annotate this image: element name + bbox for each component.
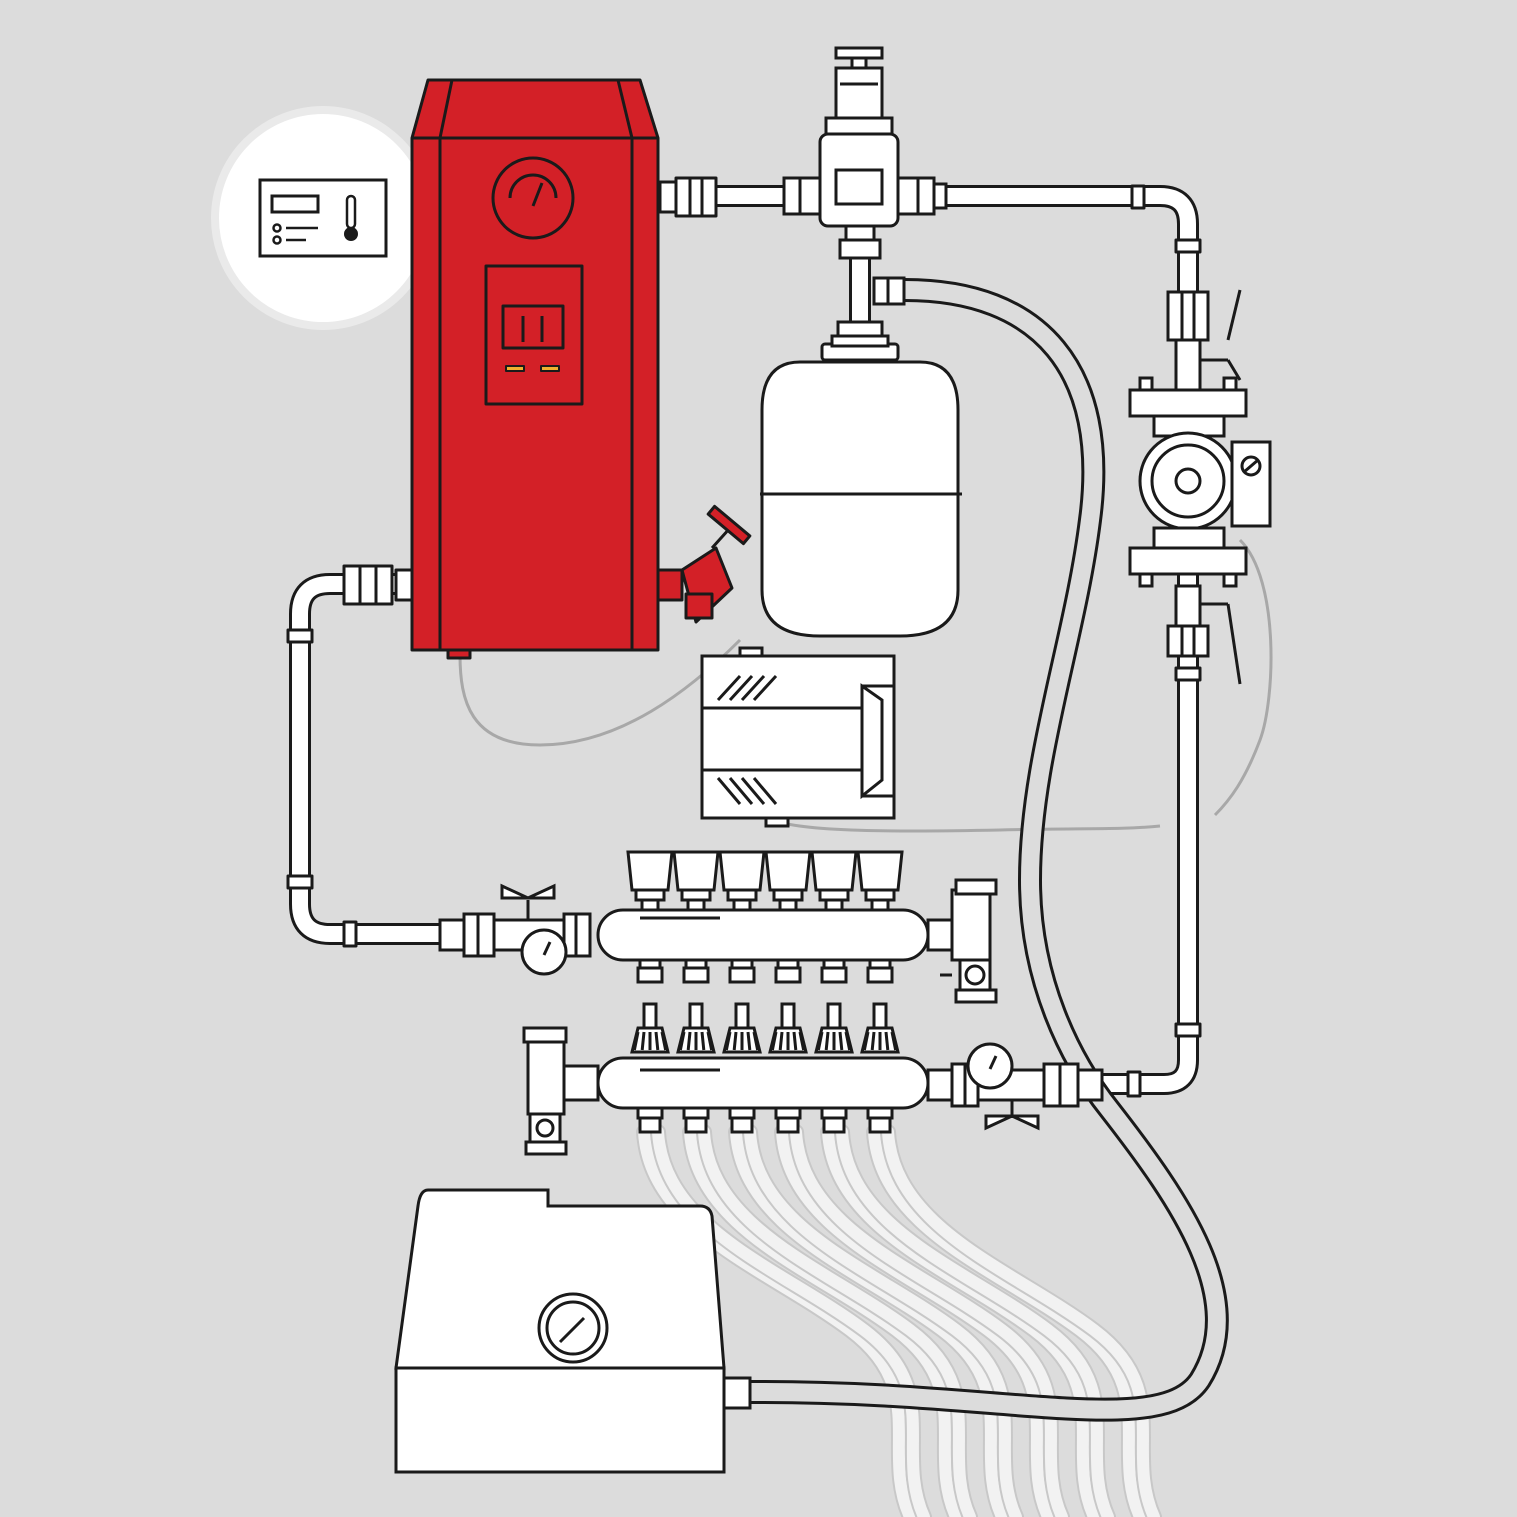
- heating-loop-inner: [822, 1126, 1100, 1517]
- circulation-pump: [1128, 289, 1272, 685]
- loop-port: [764, 850, 812, 1134]
- heating-loop-inner: [744, 1126, 1022, 1517]
- loop-port: [856, 850, 904, 1134]
- heating-loop-inner: [790, 1126, 1068, 1517]
- heating-loop-inner: [868, 1126, 1146, 1517]
- pressure-gauge-icon: [520, 928, 568, 976]
- pressure-test-pump: [394, 1188, 752, 1474]
- heating-loop-inner: [776, 1126, 1054, 1517]
- gauge-icon: [537, 1292, 609, 1364]
- pressure-gauge-icon: [491, 156, 575, 240]
- supply-manifold: [438, 878, 998, 1004]
- loop-port: [672, 850, 720, 1134]
- expansion-tank: [760, 334, 962, 638]
- thermometer-icon: [344, 194, 358, 241]
- loop-ports: [626, 850, 904, 1134]
- heating-loop-inner: [638, 1126, 916, 1517]
- loop-port: [626, 850, 674, 1134]
- room-thermostat: [211, 106, 435, 330]
- heating-loops: [636, 1124, 1162, 1517]
- safety-group: [782, 46, 948, 338]
- loop-port: [718, 850, 766, 1134]
- return-manifold: [522, 1026, 1104, 1156]
- heating-loop-inner: [652, 1126, 930, 1517]
- drain-valve-icon: [656, 504, 752, 624]
- electric-boiler: [342, 78, 752, 660]
- heating-loop-inner: [684, 1126, 962, 1517]
- heating-loop-inner: [698, 1126, 976, 1517]
- heating-loop-inner: [730, 1126, 1008, 1517]
- temperature-gauge-icon: [966, 1042, 1014, 1090]
- pump-icon: [1138, 431, 1238, 531]
- heating-loop-inner: [836, 1126, 1114, 1517]
- control-box: [700, 646, 896, 828]
- fill-hose: [749, 278, 1229, 1422]
- loop-port: [810, 850, 858, 1134]
- heating-loop-inner: [882, 1126, 1160, 1517]
- manifold-assembly: [438, 850, 1104, 1156]
- control-wiring: [458, 538, 1273, 833]
